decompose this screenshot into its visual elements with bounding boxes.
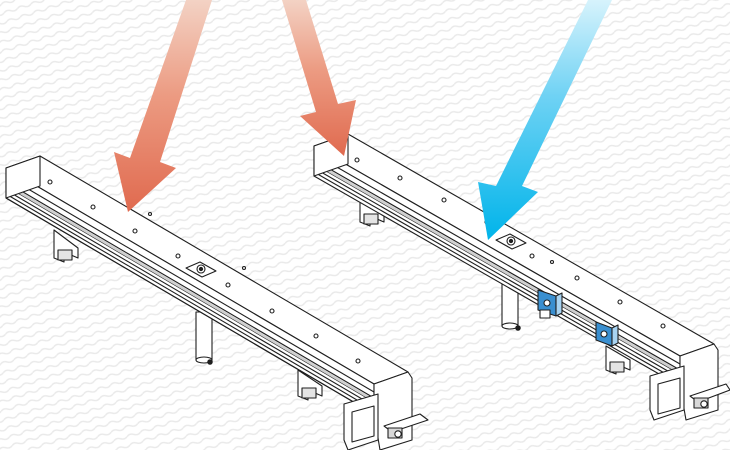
left-end-cap [343,371,429,450]
right-end-cap [649,343,730,421]
left-rail-assembly [5,155,429,450]
right-foot-bracket-2 [605,345,631,375]
left-center-plate [185,261,217,278]
left-center-post [195,311,213,365]
blue-bracket-1 [537,289,563,319]
left-foot-bracket-1 [53,229,79,263]
arrow-right [478,0,612,240]
left-foot-bracket-2 [297,369,323,401]
left-beam-holes [47,179,361,364]
right-center-plate [495,233,527,250]
arrow-left-1 [114,0,212,212]
right-center-post [501,279,521,331]
arrow-left-2 [282,0,356,156]
blue-bracket-2 [595,321,619,347]
right-rail-assembly [313,133,730,421]
